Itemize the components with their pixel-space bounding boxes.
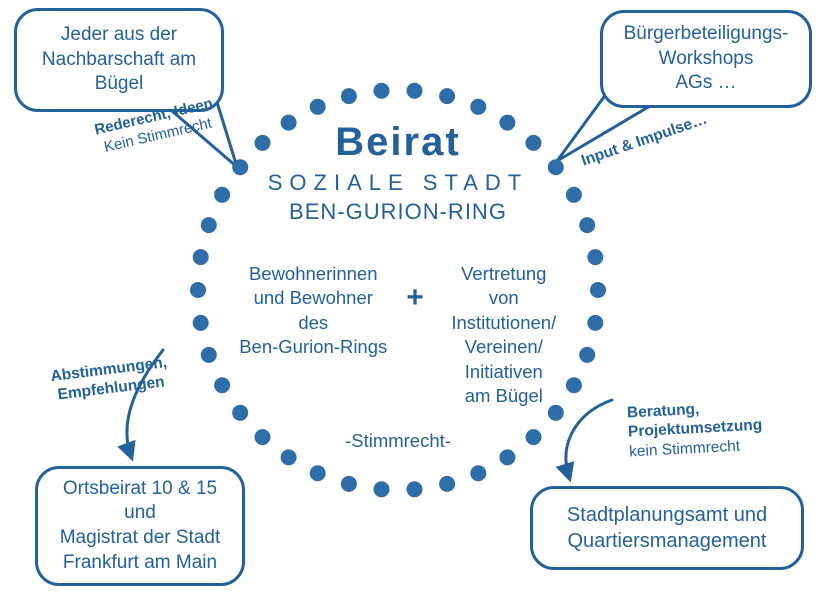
circle-subtitle-ben-gurion-ring: BEN-GURION-RING bbox=[289, 199, 507, 224]
arrow-to-stadtplanungsamt bbox=[555, 398, 614, 483]
box-ortsbeirat-text: Ortsbeirat 10 & 15 und Magistrat der Sta… bbox=[59, 477, 221, 573]
members-residents: Bewohnerinnen und Bewohner des Ben-Gurio… bbox=[239, 263, 388, 358]
speech-bubble-workshops-text: Bürgerbeteiligungs- Workshops AGs … bbox=[623, 22, 789, 94]
dotted-circle-icon bbox=[190, 82, 606, 498]
arrow-to-ortsbeirat bbox=[117, 348, 165, 462]
box-stadtplanungsamt: Stadtplanungsamt und Quartiersmanagement bbox=[530, 486, 804, 570]
label-beratung-bold: Beratung, Projektumsetzung bbox=[626, 400, 763, 441]
box-ortsbeirat: Ortsbeirat 10 & 15 und Magistrat der Sta… bbox=[35, 466, 245, 586]
speech-bubble-nachbarschaft-text: Jeder aus der Nachbarschaft am Bügel bbox=[41, 23, 197, 95]
members-institutions: Vertretung von Institutionen/ Vereinen/ … bbox=[451, 263, 557, 407]
voting-right-note: -Stimmrecht- bbox=[345, 430, 451, 451]
plus-sign: + bbox=[406, 281, 424, 314]
label-beratung: Beratung, Projektumsetzung kein Stimmrec… bbox=[627, 397, 764, 462]
circle-subtitle-soziale-stadt: SOZIALE STADT bbox=[267, 170, 529, 195]
speech-bubble-nachbarschaft: Jeder aus der Nachbarschaft am Bügel bbox=[14, 8, 224, 112]
circle-title-block: Beirat SOZIALE STADT BEN-GURION-RING bbox=[228, 120, 568, 225]
circle-title: Beirat bbox=[335, 120, 461, 164]
box-stadtplanungsamt-text: Stadtplanungsamt und Quartiersmanagement bbox=[566, 504, 768, 552]
speech-bubble-workshops: Bürgerbeteiligungs- Workshops AGs … bbox=[600, 10, 812, 108]
members-row: Bewohnerinnen und Bewohner des Ben-Gurio… bbox=[218, 262, 586, 408]
